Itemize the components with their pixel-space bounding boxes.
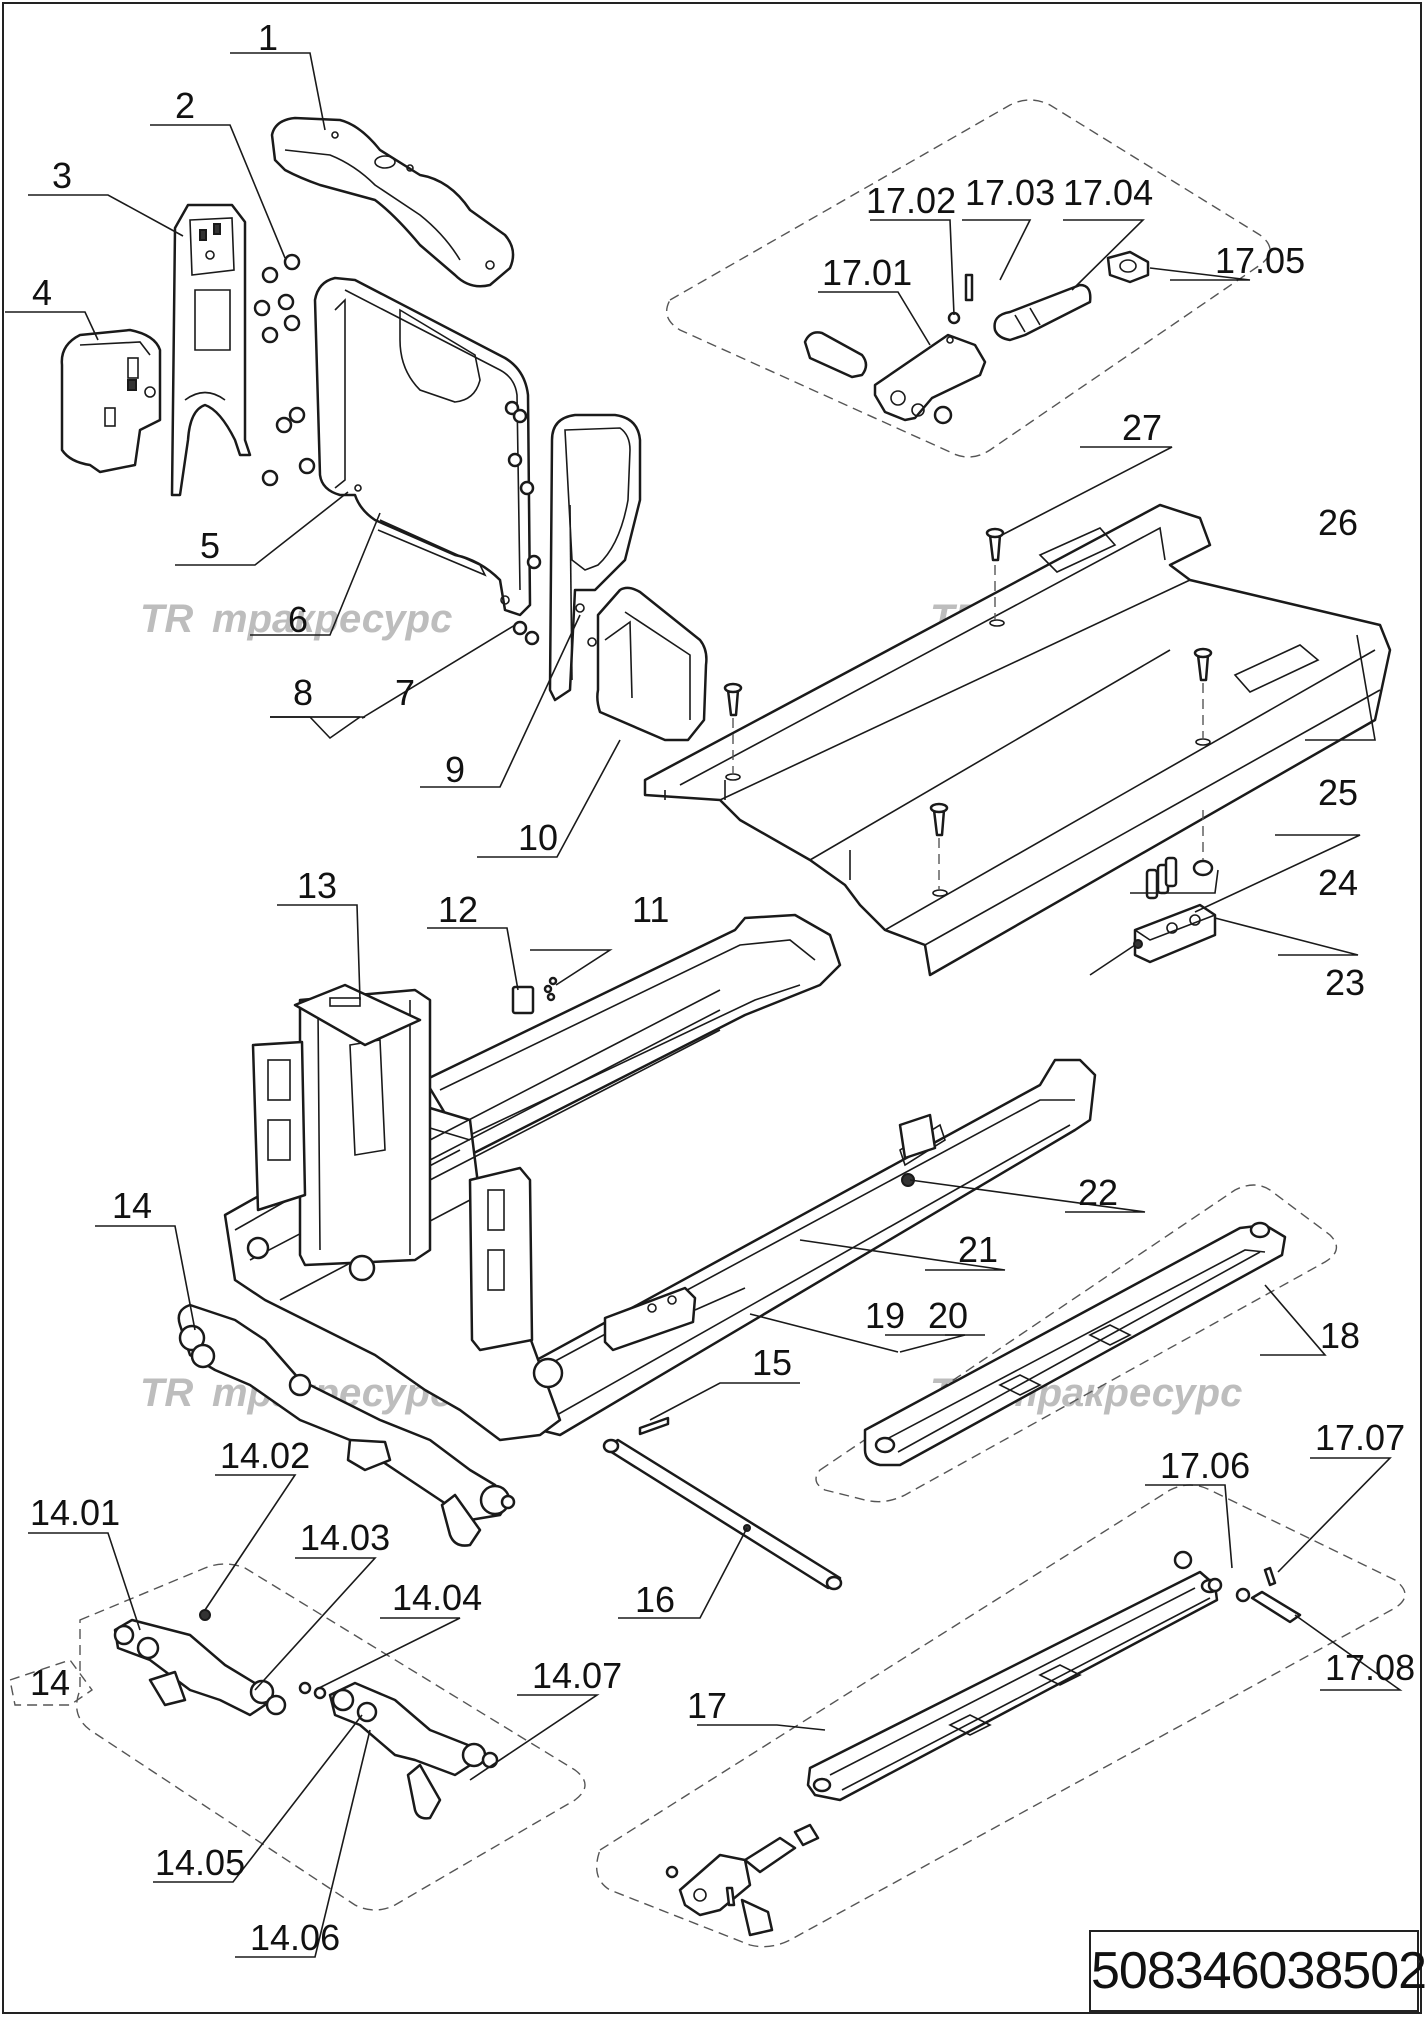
callout-27: 27 <box>1122 407 1162 448</box>
part-4-cover <box>60 328 162 474</box>
callout-17-05: 17.05 <box>1215 240 1305 281</box>
part-18-tray <box>863 1221 1287 1467</box>
part-17-06-to-17-08 <box>665 1550 1302 1937</box>
watermark-logo: TR <box>140 1371 193 1415</box>
callout-11: 11 <box>632 889 669 930</box>
callout-14-04: 14.04 <box>392 1577 482 1618</box>
group-14-outline <box>76 1563 586 1911</box>
callout-20: 20 <box>928 1295 968 1336</box>
part-1-handle-bracket <box>270 116 515 288</box>
callout-17: 17 <box>687 1685 727 1726</box>
main-frame <box>223 913 1097 1442</box>
part-7-8-screws <box>504 400 542 646</box>
part-15-16-pin <box>602 1416 843 1591</box>
callout-17-08: 17.08 <box>1325 1647 1415 1688</box>
callout-18: 18 <box>1320 1315 1360 1356</box>
leader-lines <box>5 52 1403 1958</box>
callout-8: 8 <box>293 672 313 713</box>
part-17-tray <box>806 1570 1220 1802</box>
callout-15: 15 <box>752 1342 792 1383</box>
callout-22: 22 <box>1078 1172 1118 1213</box>
callout-23: 23 <box>1325 962 1365 1003</box>
callout-14: 14 <box>112 1185 152 1226</box>
callout-26: 26 <box>1318 502 1358 543</box>
part-24-25-fasteners <box>1145 810 1214 900</box>
callout-21: 21 <box>958 1229 998 1270</box>
callout-17-07: 17.07 <box>1315 1417 1405 1458</box>
group-18-outline <box>815 1184 1338 1503</box>
watermark-top-left: TR тракресурс <box>140 597 452 641</box>
part-5-housing <box>313 276 532 617</box>
group-17-top-outline <box>666 99 1271 458</box>
callout-10: 10 <box>518 817 558 858</box>
part-14-axle-assembly <box>177 1303 516 1547</box>
callout-24: 24 <box>1318 862 1358 903</box>
part-14-01-to-14-07 <box>113 1609 499 1820</box>
callout-14-02: 14.02 <box>220 1435 310 1476</box>
callout-14-05: 14.05 <box>155 1842 245 1883</box>
callout-17-01: 17.01 <box>822 252 912 293</box>
callout-25: 25 <box>1318 772 1358 813</box>
callout-14-06: 14.06 <box>250 1917 340 1958</box>
part-23-sensor-block <box>1089 903 1217 976</box>
callout-6: 6 <box>288 599 308 640</box>
callout-labels: 1 2 3 4 5 6 7 8 9 10 11 12 13 14 14 15 1… <box>30 17 1415 1958</box>
drawing-number-box: 508346038502 <box>1089 1930 1426 2012</box>
part-3-plate <box>170 203 252 497</box>
watermark-logo: TR <box>140 597 193 641</box>
callout-9: 9 <box>445 749 465 790</box>
group-17-bottom-outline <box>596 1484 1406 1948</box>
part-12-clip <box>511 985 535 1015</box>
callout-3: 3 <box>52 155 72 196</box>
callout-13: 13 <box>297 865 337 906</box>
callout-19: 19 <box>865 1295 905 1336</box>
part-17-01-to-17-05 <box>803 250 1150 425</box>
callout-14-07: 14.07 <box>532 1655 622 1696</box>
callout-17-02: 17.02 <box>866 180 956 221</box>
callout-16: 16 <box>635 1579 675 1620</box>
part-27-screws <box>723 527 1213 890</box>
part-2-screws <box>253 253 316 487</box>
callout-2: 2 <box>175 85 195 126</box>
callout-14-group: 14 <box>30 1662 70 1703</box>
group-14-label-outline <box>9 1659 93 1706</box>
callout-1: 1 <box>258 17 278 58</box>
callout-7: 7 <box>395 672 415 713</box>
part-10-cap <box>575 586 708 742</box>
callout-14-01: 14.01 <box>30 1492 120 1533</box>
watermark-text: тракресурс <box>212 597 452 641</box>
callout-5: 5 <box>200 525 220 566</box>
callout-17-03: 17.03 <box>965 172 1055 213</box>
part-9-side-panel <box>548 413 642 702</box>
callout-17-04: 17.04 <box>1063 172 1153 213</box>
callout-14-03: 14.03 <box>300 1517 390 1558</box>
callout-4: 4 <box>32 272 52 313</box>
callout-17-06: 17.06 <box>1160 1445 1250 1486</box>
part-26-forks <box>643 503 1392 977</box>
callout-12: 12 <box>438 889 478 930</box>
